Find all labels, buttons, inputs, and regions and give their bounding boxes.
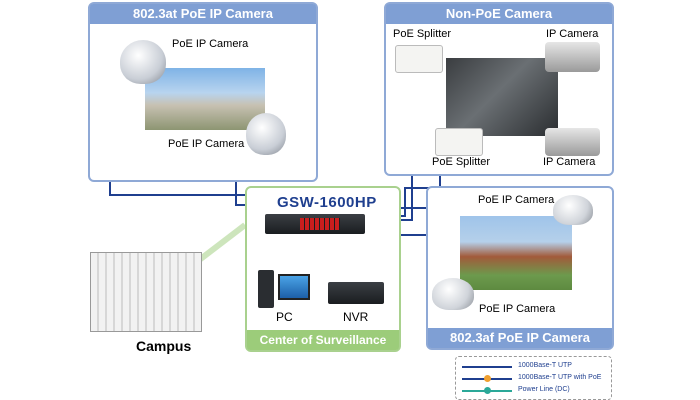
ptz-camera-icon bbox=[120, 40, 166, 84]
parking-photo bbox=[446, 58, 558, 136]
campus-photo bbox=[460, 216, 572, 290]
campus-building-icon bbox=[90, 252, 202, 332]
tr-ipcam2-label: IP Camera bbox=[543, 156, 596, 168]
building-photo bbox=[145, 68, 265, 130]
pc-icon bbox=[258, 270, 310, 310]
poe-splitter-icon-1 bbox=[395, 45, 443, 73]
panel-8023at-poe: 802.3at PoE IP Camera bbox=[88, 2, 318, 182]
br-cam2-label: PoE IP Camera bbox=[479, 303, 556, 315]
tr-splitter1-label: PoE Splitter bbox=[393, 28, 452, 40]
switch-icon bbox=[265, 214, 365, 234]
panel-title: 802.3at PoE IP Camera bbox=[90, 4, 316, 24]
pc-label: PC bbox=[276, 310, 293, 324]
panel-title: 802.3af PoE IP Camera bbox=[428, 328, 612, 348]
tl-cam2-label: PoE IP Camera bbox=[168, 138, 245, 150]
panel-title: Non-PoE Camera bbox=[386, 4, 612, 24]
tl-cam1-label: PoE IP Camera bbox=[172, 38, 249, 50]
center-title: Center of Surveillance bbox=[247, 330, 399, 350]
poe-splitter-icon-2 bbox=[435, 128, 483, 156]
campus-label: Campus bbox=[136, 338, 192, 354]
br-cam1-label: PoE IP Camera bbox=[478, 194, 555, 206]
center-of-surveillance: Center of Surveillance bbox=[245, 186, 401, 352]
ptz-camera-icon-2 bbox=[246, 113, 286, 155]
switch-title: GSW-1600HP bbox=[277, 194, 377, 211]
tr-ipcam1-label: IP Camera bbox=[546, 28, 599, 40]
dome-camera-icon-2 bbox=[432, 278, 474, 310]
ip-camera-icon-2 bbox=[545, 128, 600, 156]
nvr-label: NVR bbox=[343, 310, 369, 324]
ip-camera-icon-1 bbox=[545, 42, 600, 72]
nvr-icon bbox=[328, 282, 384, 304]
legend: 1000Base-T UTP 1000Base-T UTP with PoE P… bbox=[455, 356, 612, 400]
dome-camera-icon-1 bbox=[553, 195, 593, 225]
tr-splitter2-label: PoE Splitter bbox=[432, 156, 491, 168]
